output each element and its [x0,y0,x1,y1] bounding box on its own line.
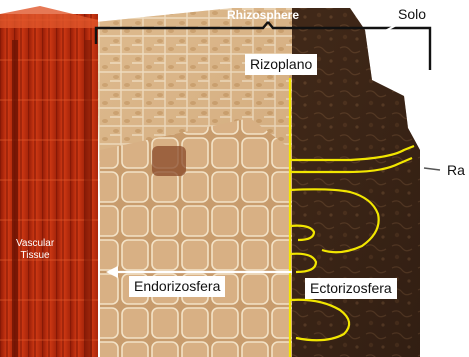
cortex-front-face [100,118,292,357]
label-vascular-tissue: Vascular Tissue [16,238,54,262]
label-ra: Ra [447,162,465,178]
label-rhizosphere: Rhizosphere [227,8,299,22]
label-ectorizosfera: Ectorizosfera [305,278,397,299]
label-rizoplano: Rizoplano [245,54,317,75]
label-endorizosfera: Endorizosfera [129,276,225,297]
label-solo: Solo [398,6,426,22]
